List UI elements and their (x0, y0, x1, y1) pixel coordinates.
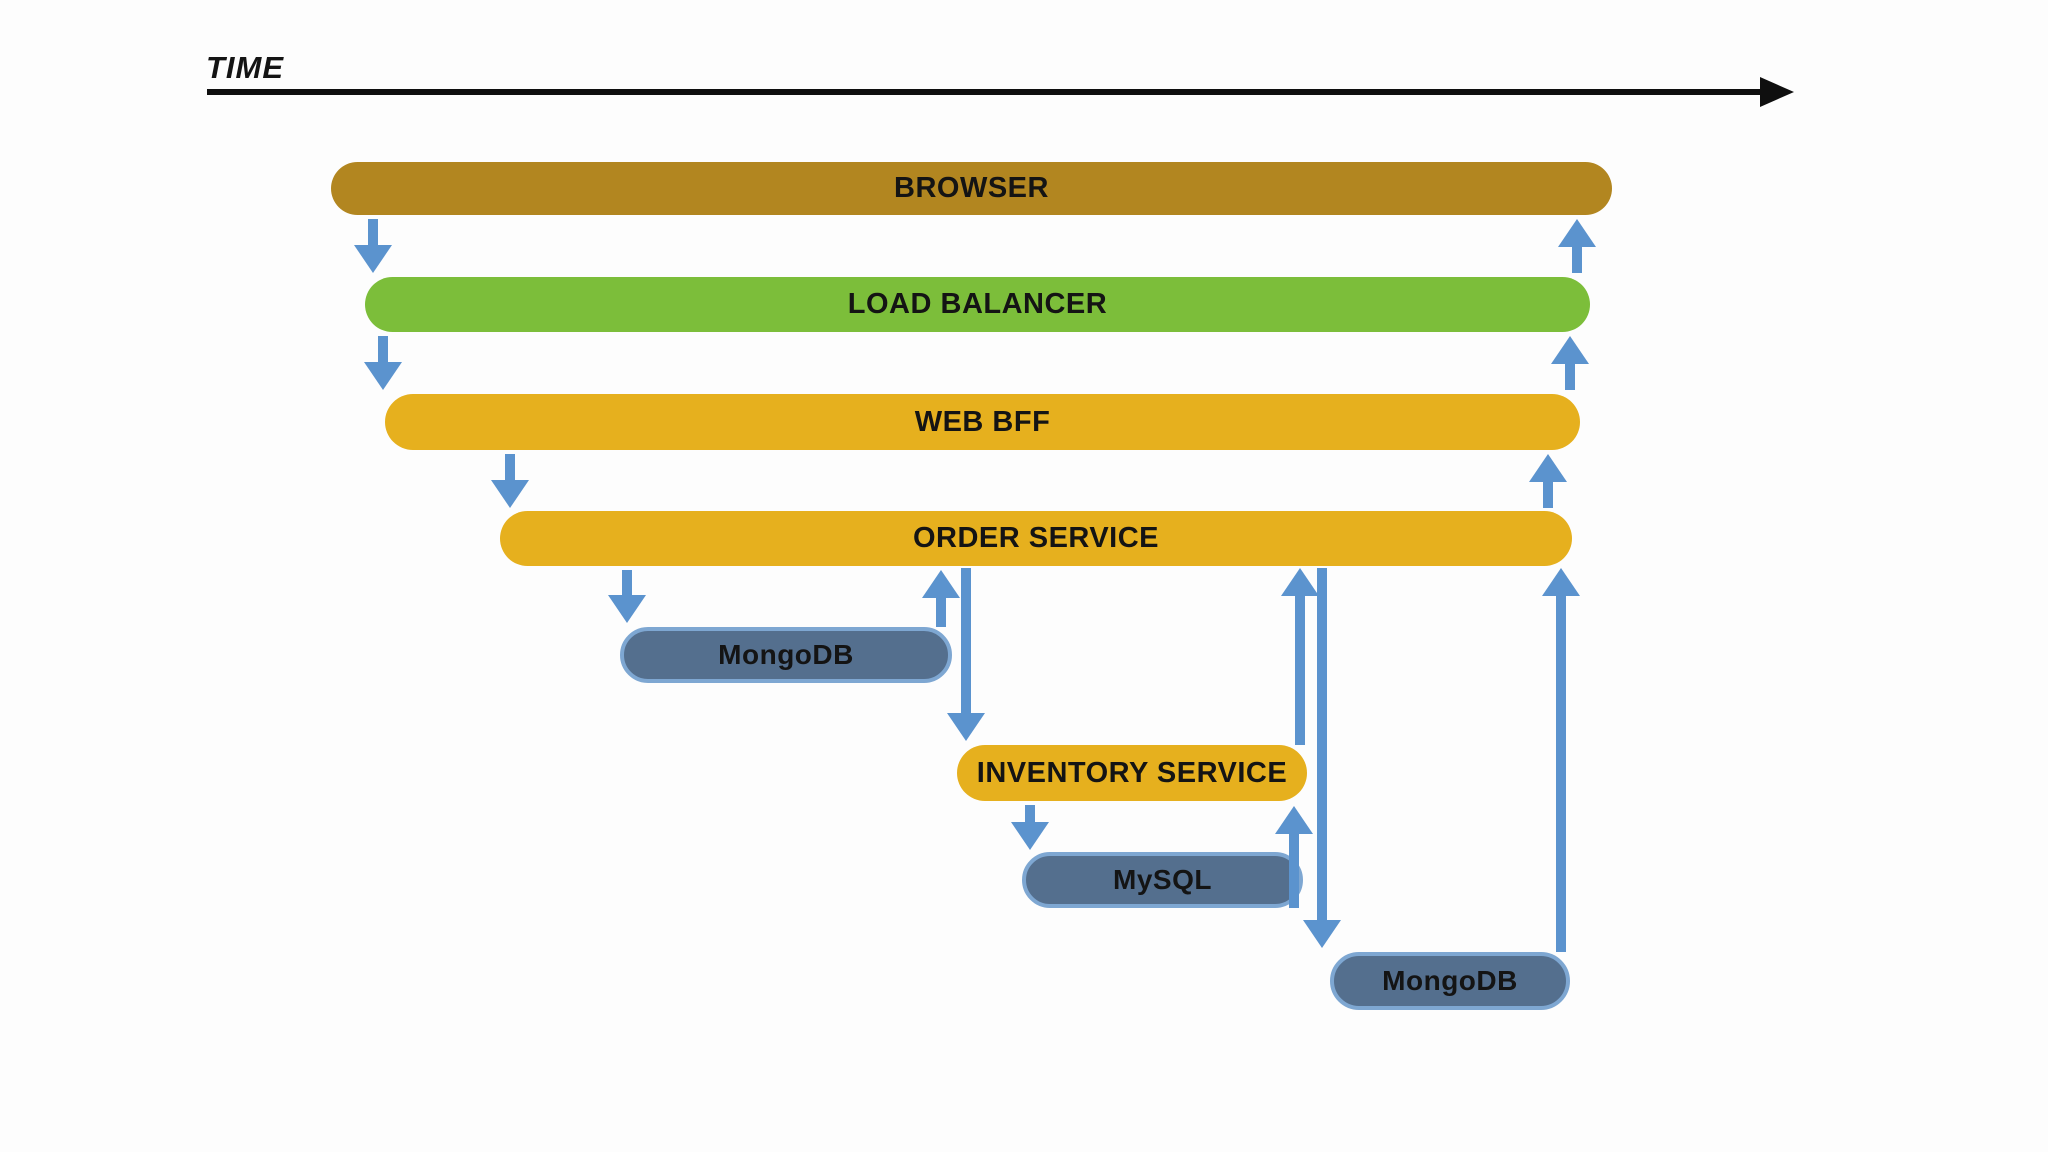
arrow-mongodb-to-order-service-icon (922, 570, 960, 627)
arrow-shaft (1565, 364, 1575, 390)
node-mysql-inventory-label: MySQL (1113, 864, 1212, 895)
arrow-head (922, 570, 960, 598)
arrow-mongodb2-to-order-service-icon (1542, 568, 1580, 952)
arrow-inventory-service-to-order-service-icon (1281, 568, 1319, 745)
arrow-head (1529, 454, 1567, 482)
node-load-balancer: LOAD BALANCER (365, 277, 1590, 332)
arrow-head (1551, 336, 1589, 364)
arrow-head (1275, 806, 1313, 834)
node-order-service-label: ORDER SERVICE (912, 522, 1160, 554)
node-inventory-service: INVENTORY SERVICE (957, 745, 1307, 801)
node-browser: BROWSER (331, 162, 1612, 215)
node-mongodb-order2-label: MongoDB (1382, 965, 1518, 996)
arrow-head (491, 480, 529, 508)
node-mongodb-order2: MongoDB (1330, 952, 1570, 1010)
node-web-bff: WEB BFF (385, 394, 1580, 450)
arrow-head (1542, 568, 1580, 596)
arrow-shaft (1572, 247, 1582, 273)
arrow-inventory-service-to-mysql-icon (1011, 805, 1049, 850)
arrow-shaft (622, 570, 632, 595)
arrow-head (364, 362, 402, 390)
node-web-bff-label: WEB BFF (914, 405, 1051, 438)
arrow-shaft (1556, 596, 1566, 952)
arrow-shaft (1317, 568, 1327, 920)
arrow-web-bff-to-load-balancer-icon (1551, 336, 1589, 390)
arrow-order-service-to-web-bff-icon (1529, 454, 1567, 508)
arrow-head (1303, 920, 1341, 948)
node-mysql-inventory: MySQL (1022, 852, 1303, 908)
arrow-shaft (1025, 805, 1035, 822)
arrow-head (354, 245, 392, 273)
time-axis-line (207, 89, 1763, 95)
node-order-service: ORDER SERVICE (500, 511, 1572, 566)
arrow-load-balancer-to-web-bff-icon (364, 336, 402, 390)
node-inventory-service-label: INVENTORY SERVICE (976, 756, 1288, 789)
time-axis-arrowhead-icon (1760, 77, 1794, 107)
arrow-shaft (378, 336, 388, 362)
arrow-head (947, 713, 985, 741)
arrow-head (1011, 822, 1049, 850)
arrow-shaft (936, 598, 946, 627)
arrow-shaft (1543, 482, 1553, 508)
arrow-browser-to-load-balancer-icon (354, 219, 392, 273)
arrow-head (1558, 219, 1596, 247)
node-mongodb-order-label: MongoDB (718, 639, 854, 670)
arrow-order-service-to-mongodb2-icon (1303, 568, 1341, 948)
node-load-balancer-label: LOAD BALANCER (847, 288, 1108, 320)
arrow-order-service-to-inventory-service-icon (947, 568, 985, 741)
arrow-mysql-to-inventory-service-icon (1275, 806, 1313, 908)
arrow-shaft (1295, 596, 1305, 745)
arrow-order-service-to-mongodb-icon (608, 570, 646, 623)
arrow-head (1281, 568, 1319, 596)
arrow-head (608, 595, 646, 623)
arrow-shaft (961, 568, 971, 713)
time-axis-label: TIME (206, 50, 285, 85)
node-browser-label: BROWSER (894, 172, 1049, 204)
arrow-shaft (368, 219, 378, 245)
arrow-shaft (1289, 834, 1299, 908)
arrow-load-balancer-to-browser-icon (1558, 219, 1596, 273)
node-mongodb-order: MongoDB (620, 627, 952, 683)
arrow-web-bff-to-order-service-icon (491, 454, 529, 508)
arrow-shaft (505, 454, 515, 480)
